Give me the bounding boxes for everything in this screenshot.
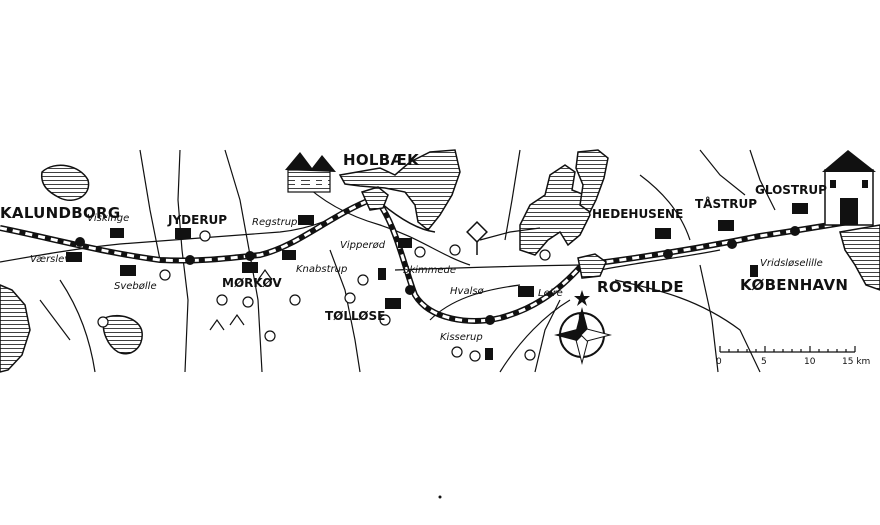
tree-icon [449, 244, 461, 256]
tree-icon [289, 294, 301, 306]
label-viskinge: Viskinge [87, 213, 129, 224]
label-morkov: MØRKØV [222, 276, 282, 290]
holbaek-blob [360, 186, 389, 211]
tree-icon [451, 346, 463, 358]
label-roskilde: ROSKILDE [597, 278, 684, 296]
station-hvalso [485, 315, 495, 325]
tree-icon [216, 294, 228, 306]
water-bodies [0, 149, 880, 373]
tree-icon [524, 349, 536, 361]
label-vaerslev: Værslev [30, 254, 71, 265]
tree-icon [379, 314, 391, 326]
house-icon [655, 228, 671, 239]
kobenhavn-castle-icon [822, 150, 876, 226]
tree-icons [97, 230, 551, 362]
house-icon [792, 203, 808, 214]
station-viskinge [75, 237, 85, 247]
label-tollose: TØLLØSE [325, 309, 385, 323]
tree-icon [357, 274, 369, 286]
lake-tisso [102, 314, 143, 355]
town-blobs [360, 186, 607, 279]
label-skimmede: Skimmede [403, 265, 456, 276]
label-lejre: Lejre [538, 288, 563, 299]
hill-icon [257, 268, 273, 281]
label-taastrup: TÅSTRUP [695, 196, 757, 211]
label-knabstrup: Knabstrup [296, 264, 347, 275]
roskilde-fjord [575, 149, 609, 214]
scale-tick-5: 5 [761, 357, 767, 367]
house-icon [398, 238, 412, 248]
house-icon [485, 348, 493, 360]
tree-icon [469, 350, 481, 362]
station-hedehusene [663, 249, 673, 259]
tree-icon [344, 292, 356, 304]
tree-icon [242, 296, 254, 308]
label-jyderup: JYDERUP [167, 213, 227, 227]
hill-marks [209, 268, 273, 331]
label-hedehusene: HEDEHUSENE [592, 207, 683, 221]
tree-icon [159, 269, 171, 281]
station-jyderup [185, 255, 195, 265]
label-kobenhavn: KØBENHAVN [740, 276, 848, 294]
tree-icon [97, 316, 109, 328]
house-icon [750, 265, 758, 277]
house-icon [718, 220, 734, 231]
house-icon [378, 268, 386, 280]
holbaek-church-icon [285, 152, 336, 193]
compass-rose-icon: N [554, 290, 612, 365]
station-tollose [405, 285, 415, 295]
stray-dot [438, 495, 442, 499]
stations [75, 226, 800, 325]
label-regstrup: Regstrup [252, 217, 297, 228]
house-icons [66, 203, 808, 360]
label-kalundborg: KALUNDBORG [0, 204, 121, 222]
oresund [839, 224, 880, 291]
tree-icon [414, 246, 426, 258]
house-icon [120, 265, 136, 276]
tree-icon [539, 249, 551, 261]
house-icon [175, 228, 191, 239]
house-icon [242, 262, 258, 273]
label-glostrup: GLOSTRUP [755, 183, 827, 197]
scale-tick-0: 0 [716, 357, 722, 367]
fjord-kalundborg [0, 284, 31, 373]
house-icon [110, 228, 124, 238]
lake-west [40, 164, 90, 201]
tree-icon [264, 330, 276, 342]
label-vipperod: Vipperød [340, 240, 386, 251]
house-icon [66, 252, 82, 262]
hill-icon [209, 318, 225, 331]
label-svebolle: Svebølle [114, 281, 157, 292]
label-holbaek: HOLBÆK [343, 151, 420, 169]
label-vridsloselille: Vridsløselille [760, 258, 823, 269]
roads [0, 149, 776, 373]
roskilde-blob [577, 253, 607, 279]
house-icon [298, 215, 314, 225]
scale-tick-10: 10 [804, 357, 816, 367]
scale-bar [719, 346, 856, 353]
label-kisserup: Kisserup [440, 332, 483, 343]
house-icon [282, 250, 296, 260]
road-sign-icon [466, 221, 488, 255]
house-icon [385, 298, 401, 309]
hill-icon [229, 313, 245, 326]
scale-tick-15: 15 km [842, 357, 870, 367]
label-hvalso: Hvalsø [450, 286, 485, 297]
tree-icon [199, 230, 211, 242]
compass-north-letter: N [578, 313, 585, 323]
station-taastrup [727, 239, 737, 249]
station-glostrup [790, 226, 800, 236]
station-morkov [245, 251, 255, 261]
house-icon [518, 286, 534, 297]
